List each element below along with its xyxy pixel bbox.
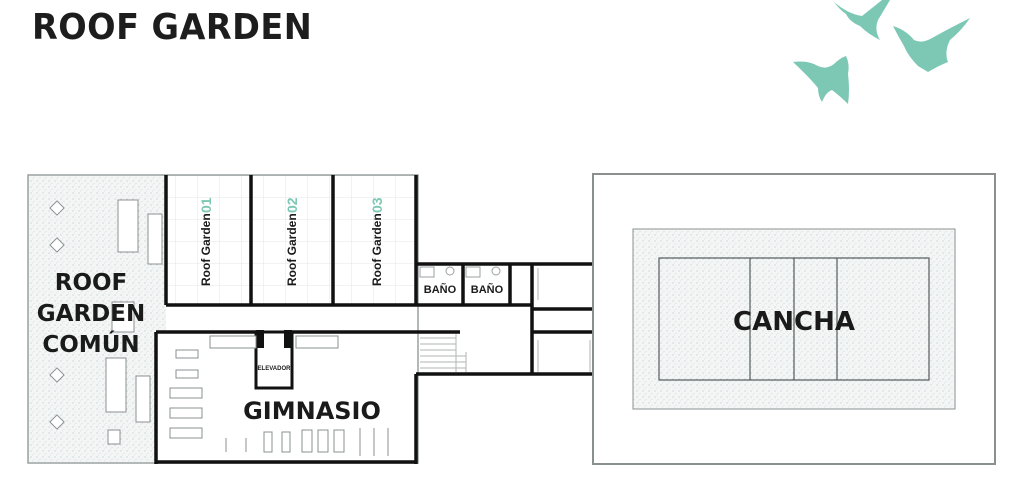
private-garden-02: Roof Garden 02: [284, 197, 300, 286]
common-label-line-1: ROOF: [55, 270, 128, 296]
private-garden-label: Roof Garden: [285, 213, 299, 286]
common-label-line-3: COMÚN: [42, 330, 139, 358]
gym-label: GIMNASIO: [243, 397, 381, 425]
bath-1-label: BAÑO: [424, 283, 457, 296]
private-garden-label: Roof Garden: [199, 213, 213, 286]
court-label: CANCHA: [733, 307, 855, 337]
bath-fixtures: [419, 266, 501, 278]
stairs: [420, 268, 591, 372]
corridor: [166, 305, 596, 333]
private-garden-number: 01: [198, 197, 214, 213]
bird-icon: [893, 18, 970, 72]
elevator-label: ELEVADOR: [258, 366, 292, 372]
bird-icon: [834, 0, 890, 40]
private-garden-01: Roof Garden 01: [198, 197, 214, 286]
common-label-line-2: GARDEN: [37, 301, 145, 327]
private-garden-number: 02: [284, 197, 300, 213]
garden-furniture: [49, 199, 163, 445]
private-garden-03: Roof Garden 03: [369, 197, 385, 286]
walls: [154, 175, 598, 464]
private-gardens-area: [166, 175, 416, 305]
bird-icon: [793, 56, 849, 104]
bath-2-label: BAÑO: [471, 283, 504, 296]
page-title: ROOF GARDEN: [32, 7, 313, 48]
private-garden-label: Roof Garden: [370, 213, 384, 286]
gym-equipment: [169, 335, 389, 456]
birds-decoration: [793, 0, 970, 104]
private-garden-number: 03: [369, 197, 385, 213]
